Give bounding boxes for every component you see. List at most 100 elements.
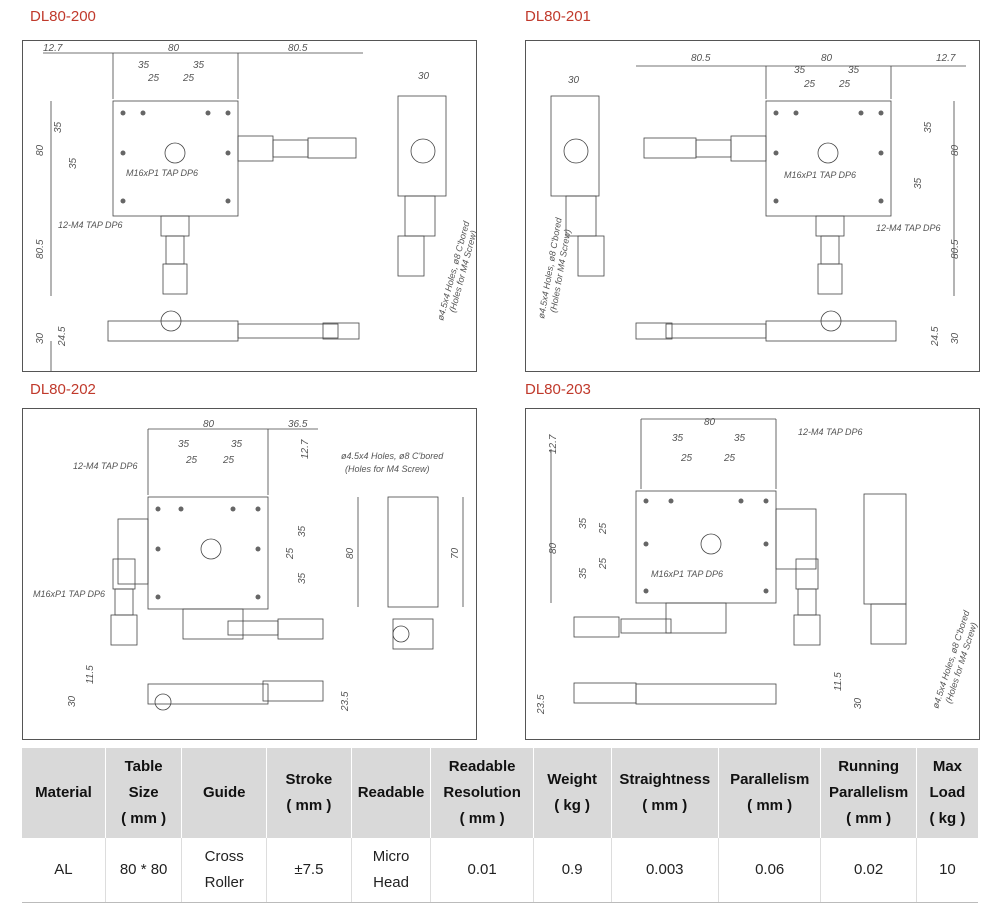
dim-label: 30 — [67, 695, 78, 707]
dim-label: 35 — [848, 65, 860, 76]
dim-label: 80 — [704, 417, 716, 428]
dim-label: 25 — [723, 453, 736, 464]
dim-label: 35 — [231, 439, 243, 450]
dim-label: 80 — [345, 547, 356, 559]
dim-label: 35 — [794, 65, 806, 76]
header-material: Material — [22, 748, 106, 838]
drawing-panel-dl80-201: 30 80.5 80 12.7 35 35 25 25 35 35 80 80.… — [525, 40, 980, 372]
dim-label: 35 — [138, 60, 150, 71]
dim-label: 80 — [548, 542, 559, 554]
technical-drawing: 30 80.5 80 12.7 35 35 25 25 35 35 80 80.… — [536, 53, 966, 347]
dim-label: 23.5 — [536, 694, 547, 715]
header-guide: Guide — [181, 748, 267, 838]
dim-label: 80.5 — [691, 53, 711, 64]
dim-label: 12.7 — [936, 53, 956, 64]
cell-readable-resolution: 0.01 — [430, 838, 534, 903]
dim-label: 35 — [923, 121, 934, 133]
dim-label: 35 — [734, 433, 746, 444]
dim-label: 35 — [578, 517, 589, 529]
dim-label: 25 — [182, 73, 195, 84]
cell-stroke: ±7.5 — [266, 838, 352, 903]
cell-guide: Cross Roller — [181, 838, 267, 903]
cell-running-parallelism: 0.02 — [820, 838, 917, 903]
header-weight: Weight ( kg ) — [532, 748, 612, 838]
drawing-title-dl80-200: DL80-200 — [30, 8, 96, 25]
header-parallelism: Parallelism ( mm ) — [717, 748, 821, 838]
dim-label: 25 — [598, 557, 609, 570]
dim-label: 12.7 — [548, 434, 559, 454]
drawing-title-dl80-201: DL80-201 — [525, 8, 591, 25]
dim-label: 80 — [203, 419, 215, 430]
dim-label: 30 — [950, 332, 961, 344]
dim-label: 25 — [185, 455, 198, 466]
note-label: 12-M4 TAP DP6 — [73, 461, 138, 471]
cell-readable: Micro Head — [350, 838, 431, 903]
dim-label: 25 — [680, 453, 693, 464]
note-label: M16xP1 TAP DP6 — [33, 589, 105, 599]
note-label: 12-M4 TAP DP6 — [876, 223, 941, 233]
drawing-panel-dl80-203: 80 12.7 35 35 25 25 35 35 25 80 25 11.5 … — [525, 408, 980, 740]
dim-label: 80 — [821, 53, 833, 64]
drawing-title-dl80-202: DL80-202 — [30, 381, 96, 398]
dim-label: 25 — [803, 79, 816, 90]
dim-label: 70 — [450, 547, 461, 559]
dim-label: 11.5 — [85, 665, 96, 684]
dim-label: 80 — [35, 144, 46, 156]
cell-max-load: 10 — [915, 838, 978, 903]
dim-label: 25 — [147, 73, 160, 84]
dim-label: 30 — [568, 75, 580, 86]
dim-label: 12.7 — [43, 43, 63, 54]
dim-label: 80.5 — [950, 239, 961, 259]
header-straightness: Straightness ( mm ) — [610, 748, 719, 838]
drawing-panel-dl80-200: 12.7 80 80.5 35 35 25 25 30 35 35 80 80.… — [22, 40, 477, 372]
header-stroke: Stroke ( mm ) — [266, 748, 352, 838]
dim-label: 25 — [598, 522, 609, 535]
dim-label: 35 — [297, 572, 308, 584]
technical-drawing: 12.7 80 80.5 35 35 25 25 30 35 35 80 80.… — [35, 43, 476, 371]
cell-table-size: 80 * 80 — [104, 838, 182, 903]
note-label: M16xP1 TAP DP6 — [784, 170, 856, 180]
dim-label: 35 — [297, 525, 308, 537]
dim-label: 25 — [285, 547, 296, 560]
cell-parallelism: 0.06 — [717, 838, 821, 903]
table-row: AL 80 * 80 Cross Roller ±7.5 Micro Head … — [22, 838, 978, 903]
cell-weight: 0.9 — [532, 838, 612, 903]
technical-drawing: 80 36.5 35 35 25 25 12.7 25 35 35 80 70 … — [33, 419, 464, 712]
dim-label: 35 — [193, 60, 205, 71]
dim-label: 30 — [418, 71, 430, 82]
cell-material: AL — [22, 838, 106, 903]
dim-label: 36.5 — [288, 419, 308, 430]
dim-label: 35 — [68, 157, 79, 169]
dim-label: 23.5 — [340, 691, 351, 712]
cell-straightness: 0.003 — [610, 838, 719, 903]
header-readable-resolution: Readable Resolution ( mm ) — [430, 748, 534, 838]
dim-label: 25 — [838, 79, 851, 90]
dim-label: 11.5 — [833, 672, 844, 691]
drawing-panel-dl80-202: 80 36.5 35 35 25 25 12.7 25 35 35 80 70 … — [22, 408, 477, 740]
note-label: (Holes for M4 Screw) — [345, 464, 430, 474]
spec-table: Material Table Size ( mm ) Guide Stroke … — [22, 748, 978, 903]
dim-label: 30 — [853, 697, 864, 709]
drawing-title-dl80-203: DL80-203 — [525, 381, 591, 398]
header-max-load: Max Load ( kg ) — [915, 748, 978, 838]
note-label: M16xP1 TAP DP6 — [126, 168, 198, 178]
note-label: ø4.5x4 Holes, ø8 C'bored — [341, 451, 444, 461]
dim-label: 12.7 — [300, 439, 311, 459]
technical-drawing: 80 12.7 35 35 25 25 35 35 25 80 25 11.5 … — [536, 417, 979, 715]
dim-label: 80 — [950, 144, 961, 156]
dim-label: 35 — [913, 177, 924, 189]
dim-label: 35 — [672, 433, 684, 444]
dim-label: 80.5 — [35, 239, 46, 259]
header-running-parallelism: Running Parallelism ( mm ) — [820, 748, 917, 838]
spec-header-row: Material Table Size ( mm ) Guide Stroke … — [22, 748, 978, 838]
dim-label: 25 — [222, 455, 235, 466]
dim-label: 35 — [53, 121, 64, 133]
note-label: M16xP1 TAP DP6 — [651, 569, 723, 579]
dim-label: 35 — [178, 439, 190, 450]
dim-label: 80 — [168, 43, 180, 54]
dim-label: 24.5 — [930, 326, 941, 347]
note-label: 12-M4 TAP DP6 — [58, 220, 123, 230]
dim-label: 30 — [35, 332, 46, 344]
dim-label: 35 — [578, 567, 589, 579]
header-readable: Readable — [350, 748, 431, 838]
